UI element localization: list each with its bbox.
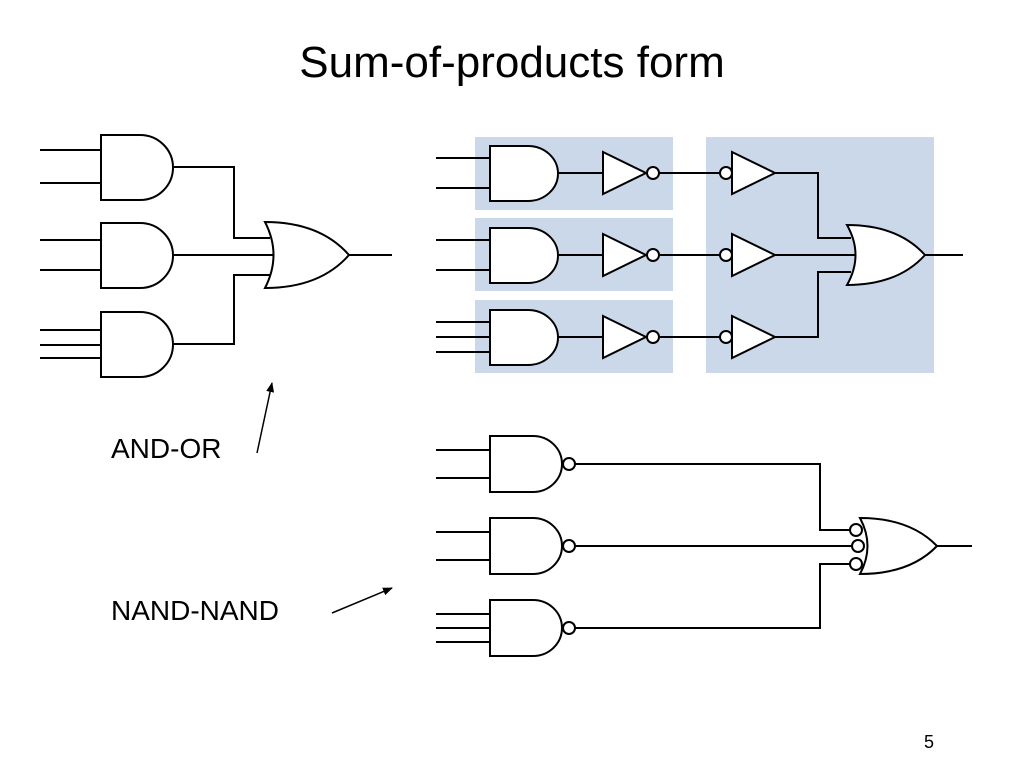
sop-input-wires — [436, 157, 490, 353]
and-or-internal-wires — [173, 166, 392, 345]
and-gate-4 — [489, 145, 559, 202]
inverted-input-bubble-3 — [849, 557, 863, 571]
and-gate-2 — [100, 222, 174, 289]
nand-nand-circuit — [436, 435, 972, 657]
nand-gate-3 — [489, 599, 576, 657]
not-gate-1 — [602, 150, 660, 196]
not-gate-5 — [719, 232, 778, 278]
nand-nand-arrow — [331, 587, 393, 614]
and-gate-1 — [100, 134, 174, 201]
or-gate-inverted-inputs — [858, 516, 939, 576]
and-or-input-wires — [40, 149, 101, 359]
and-gate-3 — [100, 311, 174, 378]
nand-gate-2 — [489, 517, 576, 575]
slide-title: Sum-of-products form — [299, 38, 725, 87]
or-gate-2 — [845, 223, 927, 287]
inverted-input-bubble-1 — [849, 523, 863, 537]
and-not-not-or-circuit — [436, 137, 963, 373]
and-or-arrow — [256, 382, 275, 454]
not-gate-3 — [602, 314, 660, 360]
not-gate-4 — [719, 150, 778, 196]
nand-nand-label: NAND-NAND — [111, 595, 279, 626]
nand-input-wires — [436, 449, 490, 643]
and-gate-6 — [489, 309, 559, 366]
and-or-label: AND-OR — [111, 433, 222, 464]
and-gate-5 — [489, 227, 559, 284]
inverted-input-bubble-2 — [851, 539, 865, 553]
or-gate — [263, 220, 351, 290]
and-or-circuit — [40, 134, 392, 378]
not-gate-6 — [719, 314, 778, 360]
nand-gate-1 — [489, 435, 576, 493]
page-number: 5 — [924, 732, 935, 752]
